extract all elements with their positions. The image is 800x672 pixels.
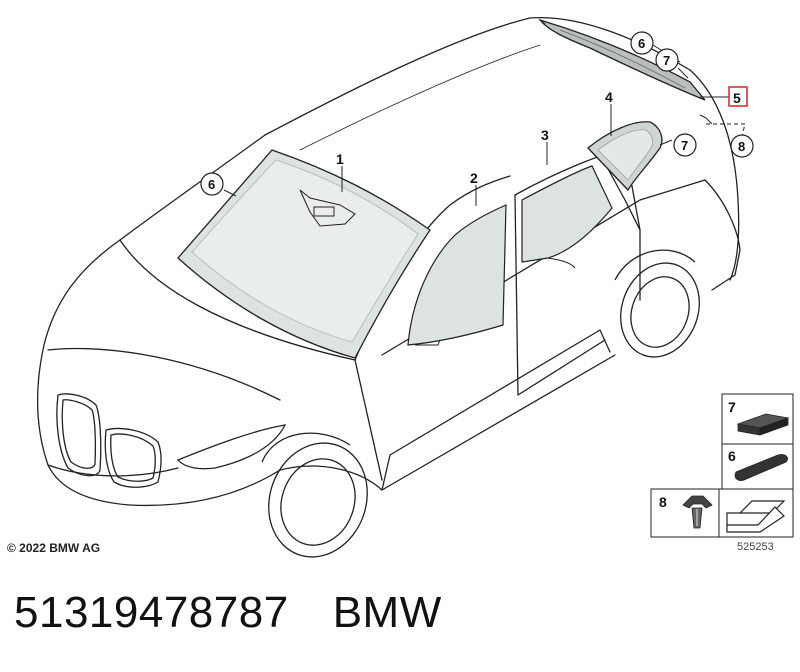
front-door-window <box>407 204 507 346</box>
legend-box-7: 7 <box>721 393 794 445</box>
copyright-notice: © 2022 BMW AG <box>7 541 101 555</box>
strip-pad-icon <box>734 454 788 481</box>
callout-6-windscreen: 6 <box>200 172 224 196</box>
legend-box-6-number: 6 <box>728 448 736 464</box>
parts-legend: 7 6 8 <box>650 393 794 538</box>
callout-8: 8 <box>730 134 754 158</box>
callout-4: 4 <box>605 89 613 105</box>
push-clip-icon <box>682 495 713 529</box>
callout-5-highlighted: 5 <box>728 86 748 107</box>
part-number: 51319478787 <box>14 588 289 637</box>
callout-8-label: 8 <box>738 139 745 154</box>
legend-box-7-number: 7 <box>728 399 736 415</box>
callout-6-rear-top-label: 6 <box>638 36 645 51</box>
callout-7-rear-quarter: 7 <box>673 133 697 157</box>
rear-wheel <box>614 249 700 358</box>
footer-caption: 51319478787 BMW <box>14 588 442 638</box>
callout-3: 3 <box>541 127 549 143</box>
diagram-image-number: 525253 <box>737 541 774 553</box>
rectangular-block-icon <box>736 413 790 436</box>
callout-1-label: 1 <box>336 151 344 167</box>
parts-diagram: 1 2 3 4 5 6 6 7 7 8 7 <box>36 16 794 558</box>
legend-box-8-number: 8 <box>659 494 667 510</box>
legend-box-8: 8 <box>650 488 794 538</box>
rear-door-window <box>521 165 613 269</box>
windscreen <box>177 149 431 359</box>
callout-4-label: 4 <box>605 89 613 105</box>
kidney-grille <box>56 393 162 488</box>
callout-6-windscreen-label: 6 <box>208 177 215 192</box>
callout-6-rear-top: 6 <box>630 31 654 55</box>
brand-name: BMW <box>332 588 442 637</box>
callout-2-label: 2 <box>470 170 478 186</box>
rear-window <box>538 18 713 125</box>
callout-7-rear-quarter-label: 7 <box>681 138 688 153</box>
front-wheel <box>261 432 368 558</box>
highlight-box <box>728 86 748 107</box>
callout-7-rear-top: 7 <box>655 48 679 72</box>
parts-box-arrow-icon <box>726 500 786 533</box>
callout-5-label: 5 <box>733 90 741 106</box>
callout-3-label: 3 <box>541 127 549 143</box>
side-quarter-window <box>587 121 663 192</box>
callout-2: 2 <box>470 170 478 186</box>
callout-7-rear-top-label: 7 <box>663 53 670 68</box>
legend-box-6: 6 <box>721 443 794 490</box>
callout-1: 1 <box>336 151 344 167</box>
headlight <box>176 424 287 470</box>
